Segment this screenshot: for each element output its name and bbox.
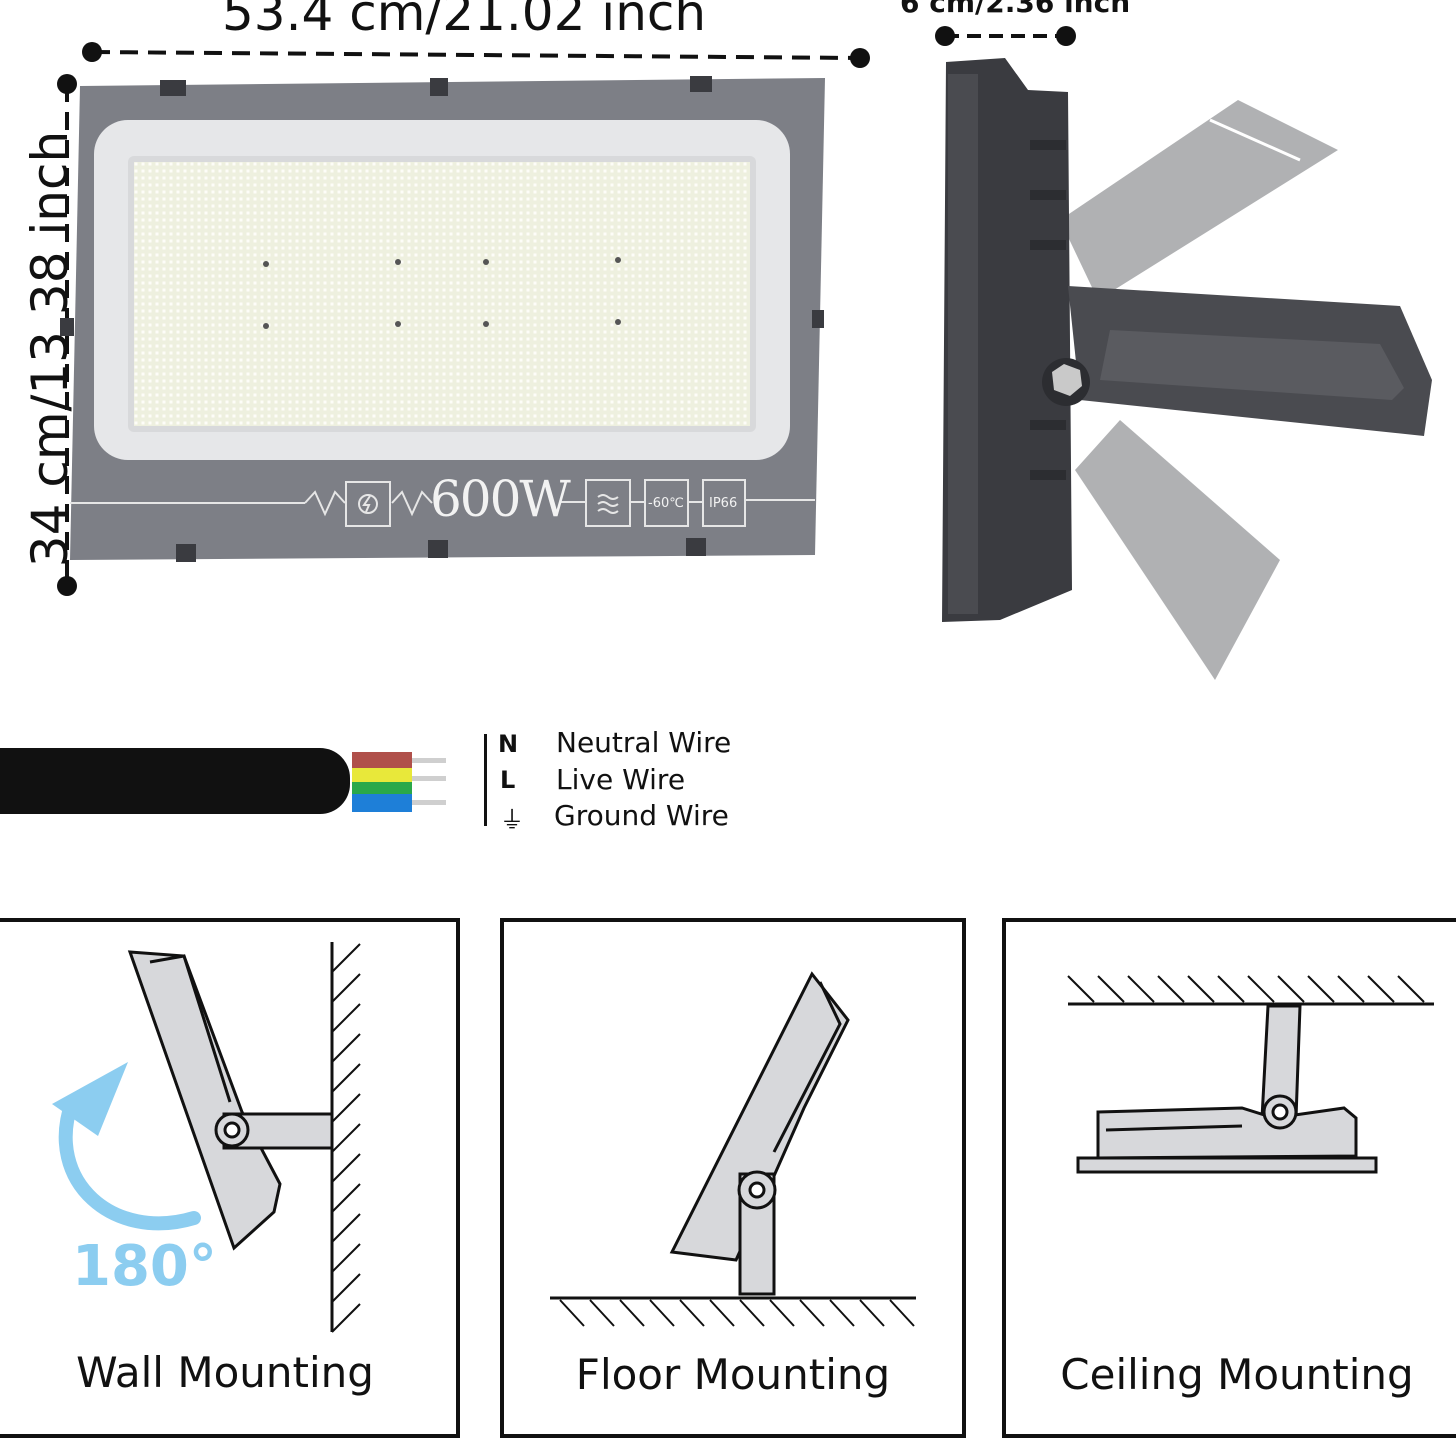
floodlight-side-view xyxy=(935,26,1432,680)
floor-mounting-label: Floor Mounting xyxy=(575,1350,891,1399)
width-dimension-label: 53.4 cm/21.02 inch xyxy=(222,0,707,42)
floor-mounting-illustration xyxy=(550,971,916,1327)
ground-wire-label: Ground Wire xyxy=(554,799,729,832)
ground-wire-symbol: ⏚ xyxy=(500,806,524,834)
floor-mounting-panel: Floor Mounting xyxy=(500,918,966,1438)
floodlight-front-view xyxy=(57,42,870,596)
ceiling-mounting-label: Ceiling Mounting xyxy=(1060,1350,1414,1399)
live-wire-label: Live Wire xyxy=(556,763,686,796)
wall-mounting-label: Wall Mounting xyxy=(76,1348,374,1397)
live-wire-symbol: L xyxy=(500,766,516,794)
power-cable xyxy=(0,748,446,814)
wall-mounting-panel: 180° Wall Mounting xyxy=(0,918,460,1438)
neutral-wire-symbol: N xyxy=(498,730,519,758)
depth-dimension-label: 6 cm/2.36 inch xyxy=(900,0,1131,19)
neutral-wire-label: Neutral Wire xyxy=(556,726,732,759)
wire-legend-bracket xyxy=(484,734,487,826)
rotation-angle-label: 180° xyxy=(72,1234,217,1299)
temperature-badge: -60℃ xyxy=(648,496,684,511)
wattage-label: 600W xyxy=(430,470,571,528)
ceiling-mounting-panel: Ceiling Mounting xyxy=(1002,918,1456,1438)
ceiling-mounting-illustration xyxy=(1067,975,1434,1174)
wall-mounting-illustration xyxy=(52,942,361,1333)
ip-rating-badge: IP66 xyxy=(709,496,738,511)
